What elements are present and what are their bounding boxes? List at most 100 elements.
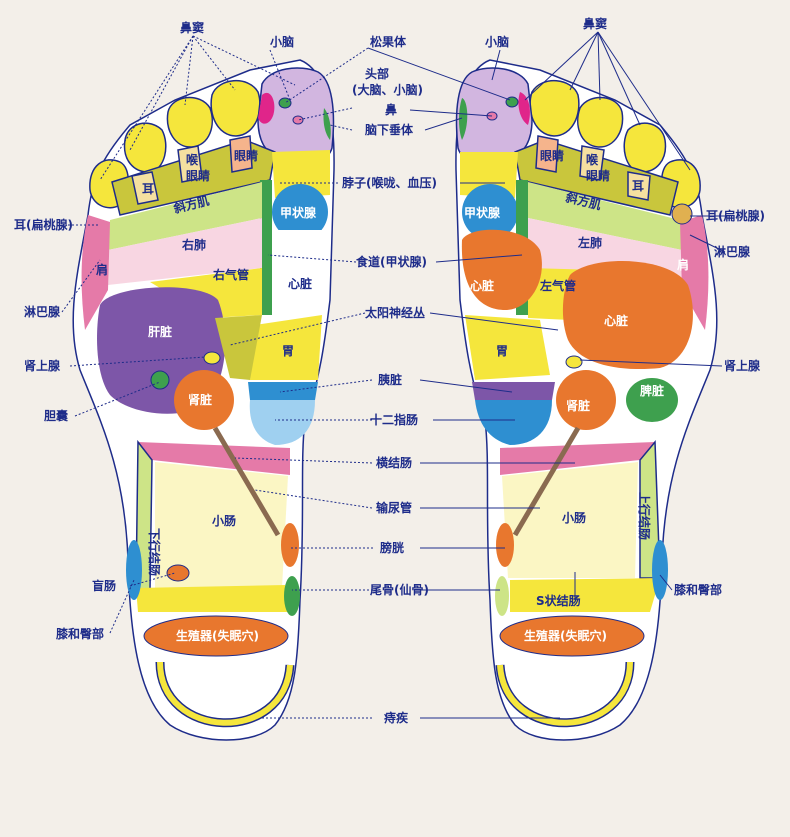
left-lung-label: 右肺 [181,237,206,252]
head-label-2: (大脑、小脑) [352,82,423,97]
left-descending-colon-label: 下行结肠 [147,528,162,576]
right-ureter [512,426,581,537]
left-thyroid-zone [272,184,328,240]
right-genital-label: 生殖器(失眠穴) [524,628,607,643]
right-trapezius-band [528,182,682,250]
left-shoulder-label: 肩 [96,262,108,277]
left-neck-zone [272,150,330,198]
right-pancreas [472,382,555,400]
left-bladder [281,523,299,567]
bladder-label: 膀胱 [379,540,404,555]
right-eye-label-1: 眼睛 [586,168,610,183]
left-coccyx [284,576,300,616]
right-heart-red [461,229,542,310]
left-bottom-band [136,585,288,612]
ear-tonsil-left-label: 耳(扁桃腺) [14,217,73,232]
left-eye-label-2: 眼睛 [234,148,258,163]
left-liver-label: 肝脏 [148,324,172,339]
hemorrhoids-label: 痔疾 [384,710,408,725]
right-throat-zone [579,145,605,181]
left-small-intestine-label: 小肠 [212,513,236,528]
right-transverse-colon [500,442,655,475]
right-spleen-label: 脾脏 [640,383,664,398]
right-adrenal [565,355,583,369]
left-ear-label: 耳 [142,182,154,196]
right-sigmoid-colon-label: S状结肠 [536,593,581,608]
left-toe-middle [166,96,213,148]
adrenal-right-label: 肾上腺 [724,358,761,373]
left-toe-second [210,79,261,137]
right-genital [499,615,645,657]
left-bronchus-label: 右气管 [212,267,249,282]
right-heart-label-small: 心脏 [470,278,494,293]
left-ureter [212,426,281,537]
right-toe-fourth [623,122,667,173]
left-eye-zone [229,135,253,173]
right-foot [455,59,718,741]
right-stomach-label: 胃 [496,344,508,358]
solar-plexus-label: 太阳神经丛 [365,305,425,320]
right-spleen [626,378,678,422]
right-neck-zone [460,152,518,198]
gallbladder-label: 胆囊 [44,408,69,423]
right-heart [562,261,693,370]
left-throat-zone [177,145,203,183]
right-lung-label: 左肺 [577,235,602,250]
leader-lines [61,31,726,719]
transverse-colon-label: 横结肠 [376,455,412,470]
left-big-toe-green [323,108,331,140]
duodenum-label: 十二指肠 [370,412,418,427]
left-trapezius-band [108,182,262,250]
right-small-intestine [502,462,638,578]
ear-tonsil-right-label: 耳(扁桃腺) [706,208,765,223]
pituitary-label: 脑下垂体 [364,122,414,137]
left-esophagus-strip [260,180,272,315]
right-ascending-colon [639,440,661,579]
right-stomach [465,315,550,380]
right-heel-arc-inner [497,661,633,726]
right-toe-middle [577,96,624,148]
left-toe-fourth [123,122,167,173]
left-thyroid-label: 甲状腺 [280,205,317,220]
ureter-label: 输尿管 [376,500,412,515]
left-foot [72,59,335,741]
left-heel-arc-inner [157,661,293,726]
left-duodenum [249,400,315,445]
left-lung-band [108,218,262,285]
right-coccyx [495,576,509,616]
right-throat-label: 喉 [586,152,599,167]
right-small-intestine-label: 小肠 [562,510,586,525]
right-shoulder-zone [680,215,709,330]
knee-hip-left-label: 膝和臀部 [56,626,104,641]
pancreas-label: 胰脏 [378,372,402,387]
left-pancreas [248,382,318,400]
right-heart-label: 心脏 [604,313,628,328]
right-kidney-label: 肾脏 [566,398,590,413]
cerebellum-left-label: 小脑 [270,34,294,49]
appendix-label: 盲肠 [92,578,116,593]
left-stomach-label: 胃 [282,344,294,358]
left-stomach-olive [215,315,262,380]
left-gallbladder [150,370,170,390]
callout-labels: 鼻窦 小脑 松果体 小脑 鼻窦 头部 (大脑、小脑) 鼻 脑下垂体 脖子(喉咙、… [14,16,765,725]
coccyx-label: 尾骨(仙骨) [370,582,429,597]
left-pituitary-zone [258,92,275,124]
cerebellum-right-label: 小脑 [485,34,509,49]
sinus-right-label: 鼻窦 [583,16,607,31]
right-pineal-dot [505,96,519,108]
left-genital-label: 生殖器(失眠穴) [176,628,259,643]
sinus-left-label: 鼻窦 [180,20,204,35]
right-pituitary-zone [459,98,468,140]
right-shoulder-label: 肩 [677,257,689,272]
esophagus-label: 食道(甲状腺) [355,254,427,269]
left-knee-hip [126,540,142,600]
right-bladder [496,523,514,567]
nose-label: 鼻 [385,102,397,117]
left-eye-label-1: 眼睛 [186,168,210,183]
right-eye-zone [535,135,559,173]
right-thyroid-label: 甲状腺 [464,205,501,220]
right-kidney [556,370,616,430]
right-duodenum [475,400,552,445]
left-adrenal [203,351,221,365]
